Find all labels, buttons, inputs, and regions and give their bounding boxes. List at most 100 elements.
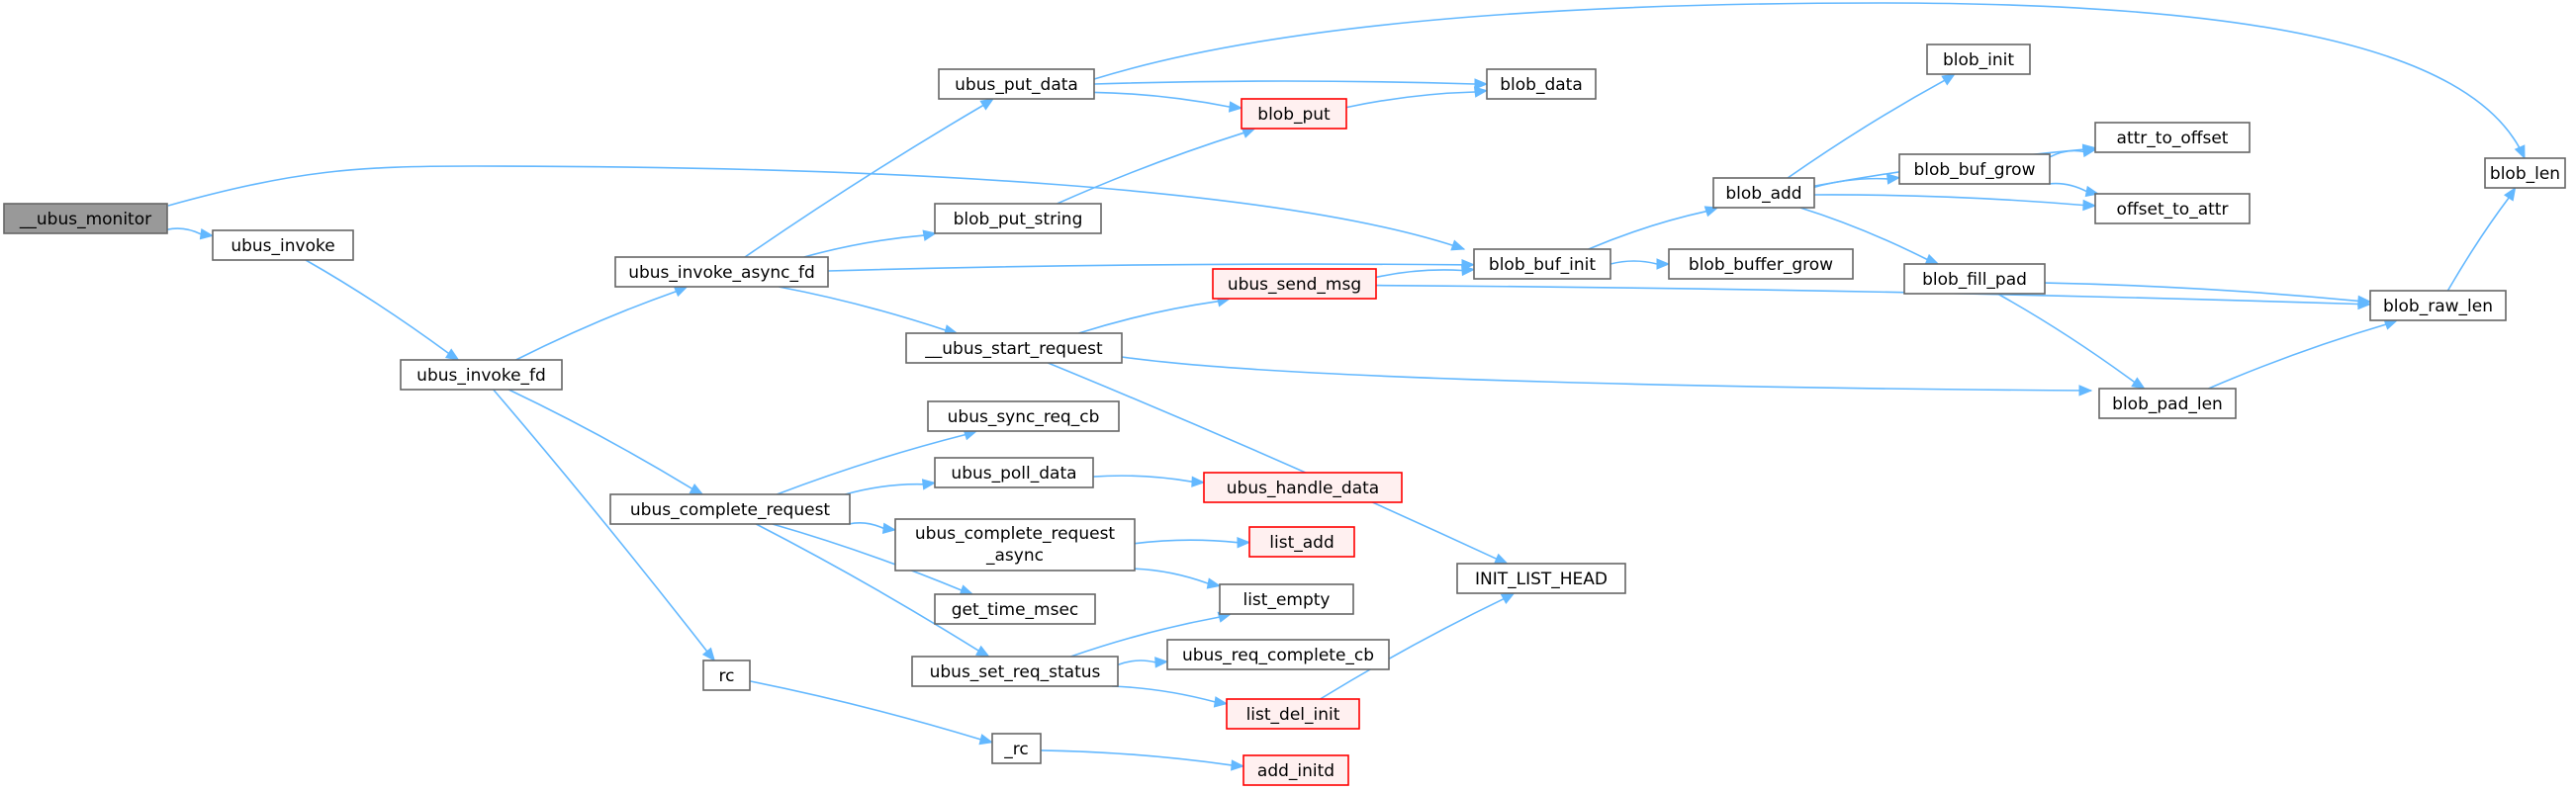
node-box bbox=[905, 332, 1123, 364]
call-graph-nodes: __ubus_monitorubus_invokeubus_invoke_fdu… bbox=[3, 44, 2566, 786]
node-label: rc bbox=[719, 666, 735, 686]
call-graph-edges bbox=[166, 2, 2526, 771]
edge-arrowhead bbox=[1191, 476, 1206, 487]
edge-arrowhead bbox=[1500, 592, 1516, 604]
edge-arrowhead bbox=[979, 98, 995, 111]
edge-blob_buf_grow-to-offset_to_attr bbox=[2048, 182, 2100, 198]
edge-ubus_start_request-to-blob_pad_len bbox=[1121, 356, 2093, 396]
edge-blob_put_string-to-blob_put bbox=[1057, 128, 1256, 205]
node-box bbox=[934, 457, 1094, 488]
edge-ubus_complete_request-to-ubus_poll_data bbox=[845, 479, 937, 495]
edge-arrowhead bbox=[1941, 73, 1957, 86]
node-box bbox=[1712, 177, 1815, 209]
node-box bbox=[1166, 639, 1390, 670]
edge-blob_buf_init-to-blob_add bbox=[1588, 206, 1719, 250]
edge-arrowhead bbox=[1237, 536, 1251, 549]
edge-line bbox=[1047, 362, 1498, 560]
node-blob-buf-init[interactable]: blob_buf_init bbox=[1473, 248, 1611, 280]
node-label-line: _async bbox=[985, 546, 1044, 566]
edge-line bbox=[493, 389, 708, 653]
edge-arrowhead bbox=[199, 227, 215, 240]
edge-line bbox=[1345, 91, 1476, 109]
node-blob-raw-len[interactable]: blob_raw_len bbox=[2369, 290, 2507, 321]
node-attr-to-offset[interactable]: attr_to_offset bbox=[2094, 122, 2251, 153]
edge-ubus_invoke-to-ubus_invoke_fd bbox=[305, 259, 460, 361]
edge-blob_pad_len-to-blob_raw_len bbox=[2208, 318, 2399, 390]
node-blob-add[interactable]: blob_add bbox=[1712, 177, 1815, 209]
node-add-initd[interactable]: add_initd bbox=[1242, 754, 1349, 786]
node-ubus-poll-data[interactable]: ubus_poll_data bbox=[934, 457, 1094, 488]
node-box bbox=[212, 229, 354, 261]
node-box bbox=[614, 256, 829, 288]
edge-arrowhead bbox=[2504, 186, 2517, 202]
node-ubus-invoke-async-fd[interactable]: ubus_invoke_async_fd bbox=[614, 256, 829, 288]
node-blob-buf-grow[interactable]: blob_buf_grow bbox=[1898, 153, 2051, 185]
node-ubus-invoke[interactable]: ubus_invoke bbox=[212, 229, 354, 261]
node-blob-buffer-grow[interactable]: blob_buffer_grow bbox=[1668, 248, 1854, 280]
edge-line bbox=[167, 165, 1465, 250]
edge-arrowhead bbox=[689, 484, 704, 495]
node-blob-len[interactable]: blob_len bbox=[2484, 157, 2566, 189]
node-ubus-complete-request-async[interactable]: ubus_complete_request_async bbox=[894, 518, 1136, 572]
node-box bbox=[1226, 698, 1360, 730]
node-label: ubus_poll_data bbox=[951, 464, 1076, 484]
node-box bbox=[702, 660, 751, 691]
edge-arrowhead bbox=[922, 229, 938, 241]
node-box bbox=[1926, 44, 2031, 75]
edge-blob_buf_grow-to-attr_to_offset bbox=[2049, 145, 2097, 158]
node-label: ubus_invoke bbox=[230, 236, 334, 256]
edge-arrowhead bbox=[2357, 298, 2372, 310]
edge-line bbox=[1093, 80, 1476, 85]
node-ubus-invoke-fd[interactable]: ubus_invoke_fd bbox=[400, 359, 563, 391]
node-box bbox=[609, 493, 851, 525]
node-label: _rc bbox=[1003, 740, 1028, 759]
node-ubus-req-complete-cb[interactable]: ubus_req_complete_cb bbox=[1166, 639, 1390, 670]
edge-arrowhead bbox=[1241, 128, 1256, 138]
node-init-list-head[interactable]: INIT_LIST_HEAD bbox=[1456, 563, 1626, 594]
node-list-add[interactable]: list_add bbox=[1248, 526, 1355, 558]
node-blob-init[interactable]: blob_init bbox=[1926, 44, 2031, 75]
edge-line bbox=[1040, 749, 1233, 766]
node-box bbox=[2094, 193, 2251, 224]
edge-arrowhead bbox=[2383, 318, 2399, 330]
edge-arrowhead bbox=[881, 522, 897, 534]
node-rc[interactable]: rc bbox=[702, 660, 751, 691]
node-get-time-msec[interactable]: get_time_msec bbox=[934, 593, 1096, 625]
edge-arrowhead bbox=[444, 348, 460, 361]
node-blob-pad-len[interactable]: blob_pad_len bbox=[2098, 388, 2237, 419]
node-box bbox=[1203, 472, 1403, 503]
node-ubus-handle-data[interactable]: ubus_handle_data bbox=[1203, 472, 1403, 503]
node-blob-put-string[interactable]: blob_put_string bbox=[934, 203, 1102, 234]
node-ubus-sync-req-cb[interactable]: ubus_sync_req_cb bbox=[927, 400, 1120, 432]
node--rc[interactable]: _rc bbox=[991, 733, 1042, 764]
node-list-empty[interactable]: list_empty bbox=[1219, 583, 1354, 615]
node-ubus-complete-request[interactable]: ubus_complete_request bbox=[609, 493, 851, 525]
node-box bbox=[2098, 388, 2237, 419]
node-blob-fill-pad[interactable]: blob_fill_pad bbox=[1903, 263, 2046, 295]
edge-line bbox=[744, 104, 984, 258]
edge-arrowhead bbox=[1450, 239, 1466, 251]
edge-blob_fill_pad-to-blob_pad_len bbox=[1996, 293, 2146, 390]
node-box bbox=[934, 593, 1096, 625]
node-list-del-init[interactable]: list_del_init bbox=[1226, 698, 1360, 730]
node-blob-data[interactable]: blob_data bbox=[1486, 68, 1597, 100]
edge-ubus_complete_request-to-ubus_complete_request_async bbox=[848, 522, 897, 534]
node-label: ubus_invoke_fd bbox=[416, 366, 546, 386]
edge-line bbox=[1117, 660, 1156, 666]
edge-line bbox=[1588, 210, 1707, 250]
node-ubus-send-msg[interactable]: ubus_send_msg bbox=[1212, 268, 1377, 300]
node-label: ubus_handle_data bbox=[1227, 479, 1379, 498]
node-label: attr_to_offset bbox=[2117, 129, 2229, 148]
node-ubus-start-request[interactable]: __ubus_start_request bbox=[905, 332, 1123, 364]
node-offset-to-attr[interactable]: offset_to_attr bbox=[2094, 193, 2251, 224]
edge-arrowhead bbox=[1228, 101, 1243, 113]
node-box bbox=[3, 203, 168, 234]
node-ubus-set-req-status[interactable]: ubus_set_req_status bbox=[911, 656, 1119, 687]
node-ubus-put-data[interactable]: ubus_put_data bbox=[938, 68, 1095, 100]
node-blob-put[interactable]: blob_put bbox=[1241, 98, 1347, 130]
edge-ubus_invoke_fd-to-rc bbox=[493, 389, 716, 661]
edge-line bbox=[1610, 260, 1658, 265]
node-label: ubus_complete_request bbox=[630, 500, 831, 520]
edge-ubus_invoke_fd-to-ubus_invoke_async_fd bbox=[515, 286, 689, 361]
edge-arrowhead bbox=[1213, 696, 1229, 708]
